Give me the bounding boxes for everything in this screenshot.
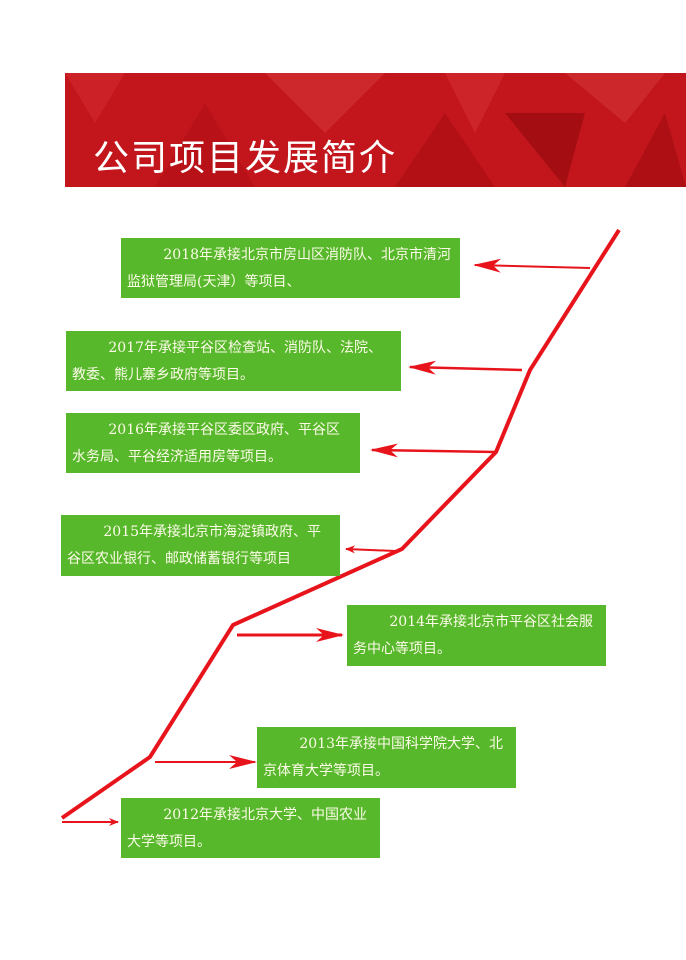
header-banner: 公司项目发展简介	[65, 73, 686, 187]
page-title: 公司项目发展简介	[93, 138, 398, 179]
milestone-2018: 2018年承接北京市房山区消防队、北京市清河监狱管理局(天津）等项目、	[121, 238, 460, 298]
milestone-2012: 2012年承接北京大学、中国农业大学等项目。	[121, 798, 380, 858]
arrow-2017	[408, 360, 523, 375]
growth-path	[60, 228, 621, 820]
arrow-2015	[345, 545, 396, 554]
milestone-2014: 2014年承接北京市平谷区社会服务中心等项目。	[347, 605, 606, 666]
milestone-2015: 2015年承接北京市海淀镇政府、平谷区农业银行、邮政储蓄银行等项目	[61, 515, 340, 576]
triangle-pattern	[65, 73, 686, 187]
milestone-2013: 2013年承接中国科学院大学、北京体育大学等项目。	[257, 727, 516, 788]
arrow-2016	[370, 443, 497, 458]
milestone-2016: 2016年承接平谷区委区政府、平谷区水务局、平谷经济适用房等项目。	[66, 413, 360, 473]
milestone-2017: 2017年承接平谷区检查站、消防队、法院、教委、熊儿寨乡政府等项目。	[66, 331, 401, 391]
arrow-2018	[473, 258, 591, 273]
